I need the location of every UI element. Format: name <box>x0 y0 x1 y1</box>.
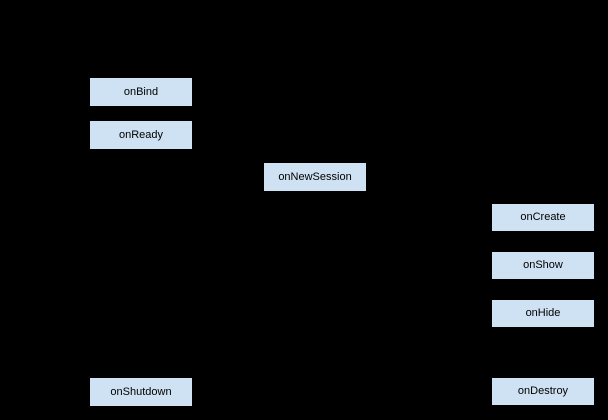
diagram-node-onbind: onBind <box>89 77 193 107</box>
diagram-node-onshutdown: onShutdown <box>89 377 193 407</box>
diagram-node-onnewsession: onNewSession <box>263 162 367 192</box>
diagram-node-oncreate: onCreate <box>491 203 595 232</box>
diagram-node-onshow: onShow <box>491 251 595 280</box>
diagram-node-ondestroy: onDestroy <box>491 377 595 406</box>
diagram-node-onready: onReady <box>89 120 193 150</box>
diagram-node-onhide: onHide <box>491 299 595 328</box>
